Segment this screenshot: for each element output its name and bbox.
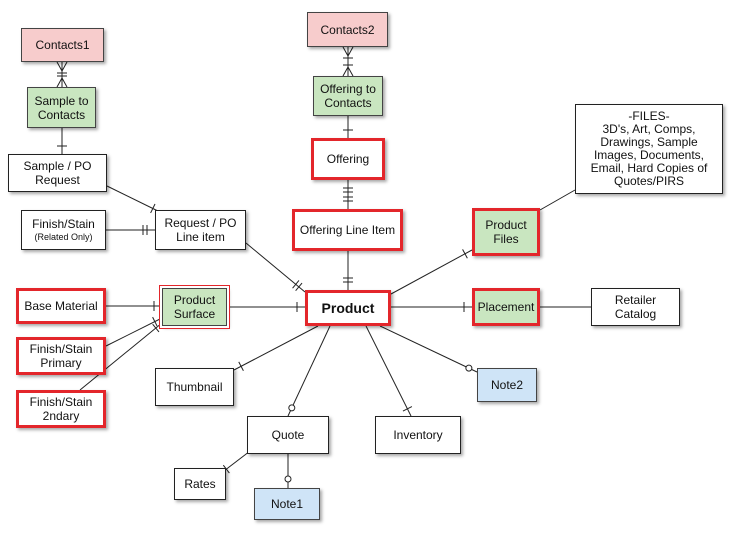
cardinality-bar xyxy=(152,316,158,327)
entity-sample-to-contacts[interactable]: Sample to Contacts xyxy=(27,87,96,128)
entity-base-material[interactable]: Base Material xyxy=(16,288,106,324)
crows-foot-prong xyxy=(56,61,63,72)
entity-quote[interactable]: Quote xyxy=(247,416,329,454)
entity-finish-stain-related[interactable]: Finish/Stain (Related Only) xyxy=(21,210,106,250)
entity-note1[interactable]: Note1 xyxy=(254,488,320,520)
cardinality-bar xyxy=(462,249,468,259)
cardinality-bar xyxy=(222,464,230,474)
entity-contacts1[interactable]: Contacts1 xyxy=(21,28,104,62)
crows-foot-prong xyxy=(56,77,63,88)
entity-note2[interactable]: Note2 xyxy=(477,368,537,402)
entity-inventory[interactable]: Inventory xyxy=(375,416,461,454)
entity-thumbnail[interactable]: Thumbnail xyxy=(155,368,234,406)
entity-product[interactable]: Product xyxy=(305,290,391,326)
entity-files[interactable]: -FILES- 3D's, Art, Comps, Drawings, Samp… xyxy=(575,104,723,194)
link-product-files xyxy=(390,249,473,295)
optional-circle xyxy=(465,364,473,372)
link-product-quote xyxy=(287,325,331,417)
crows-foot-prong xyxy=(61,77,68,88)
link-product-inventory xyxy=(365,325,412,417)
related-only-note: (Related Only) xyxy=(34,232,93,242)
cardinality-bar xyxy=(238,361,244,371)
link-product-note2 xyxy=(379,325,478,373)
cardinality-bar xyxy=(292,280,300,289)
entity-offering[interactable]: Offering xyxy=(311,138,385,180)
crows-foot-prong xyxy=(61,61,68,72)
cardinality-bar xyxy=(152,323,160,333)
link-lineitem-product xyxy=(245,242,306,293)
crows-foot-prong xyxy=(347,66,354,77)
optional-circle xyxy=(288,404,296,412)
entity-offering-to-contacts[interactable]: Offering to Contacts xyxy=(313,76,383,116)
link-product-thumbnail xyxy=(233,325,319,371)
entity-contacts2[interactable]: Contacts2 xyxy=(307,12,388,47)
optional-circle xyxy=(284,475,292,483)
entity-product-files[interactable]: Product Files xyxy=(472,208,540,256)
cardinality-bar xyxy=(295,282,303,292)
finish-stain-label: Finish/Stain xyxy=(32,217,95,231)
link-request-lineitem xyxy=(106,185,161,213)
entity-sample-po-request[interactable]: Sample / PO Request xyxy=(8,154,107,192)
crows-foot-prong xyxy=(347,46,354,57)
crows-foot-prong xyxy=(342,66,349,77)
entity-placement[interactable]: Placement xyxy=(472,288,540,326)
entity-product-surface[interactable]: Product Surface xyxy=(162,288,227,326)
link-primary-surface xyxy=(105,317,163,347)
entity-finish-stain-2ndary[interactable]: Finish/Stain 2ndary xyxy=(16,390,106,428)
entity-offering-line-item[interactable]: Offering Line Item xyxy=(292,209,403,251)
entity-finish-stain-primary[interactable]: Finish/Stain Primary xyxy=(16,337,106,375)
entity-rates[interactable]: Rates xyxy=(174,468,226,500)
link-2ndary-surface xyxy=(79,322,163,391)
crows-foot-prong xyxy=(342,46,349,57)
entity-request-po-line-item[interactable]: Request / PO Line item xyxy=(155,210,246,250)
entity-retailer-catalog[interactable]: Retailer Catalog xyxy=(591,288,680,326)
cardinality-bar xyxy=(150,203,156,214)
link-files-docs xyxy=(539,189,576,211)
cardinality-bar xyxy=(402,406,413,412)
